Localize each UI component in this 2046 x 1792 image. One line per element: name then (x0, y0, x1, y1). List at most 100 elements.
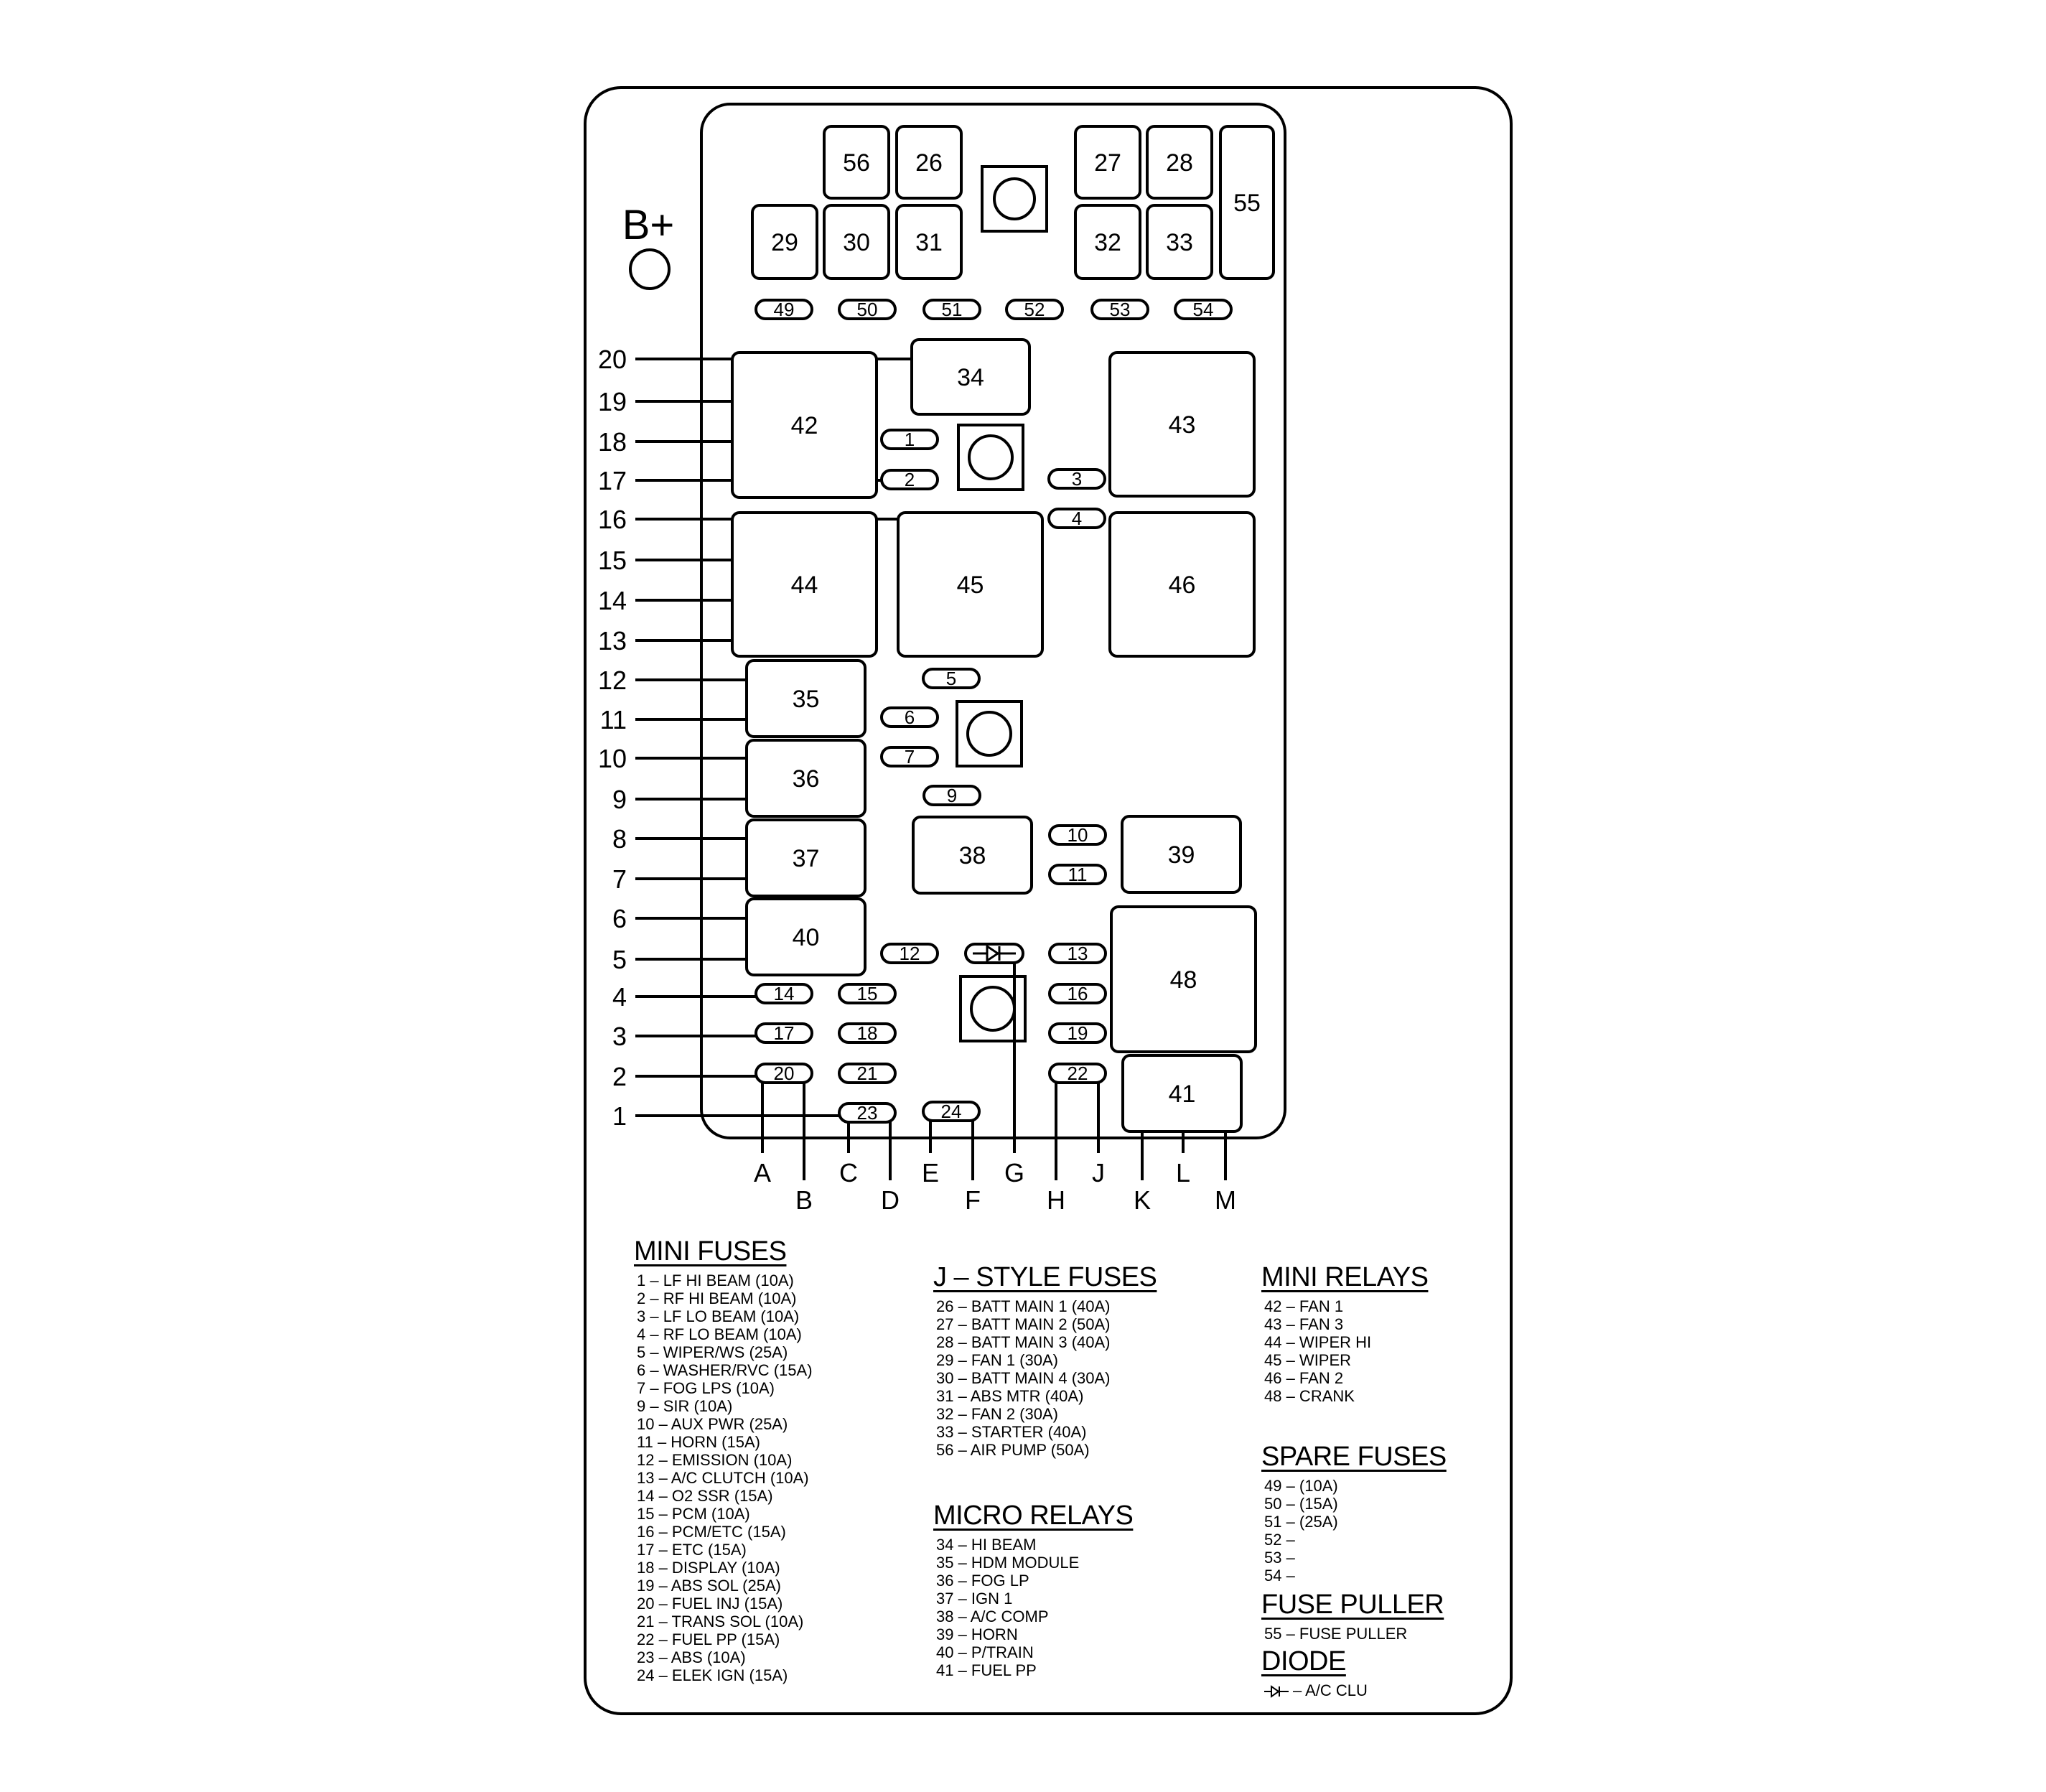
legend-item: 10 – AUX PWR (25A) (637, 1415, 788, 1433)
left-pin-label: 9 (612, 785, 627, 814)
left-pin-label: 2 (612, 1062, 627, 1091)
legend-list-spare-fuses: 49 – (10A)50 – (15A)51 – (25A)52 –53 –54… (1261, 1477, 1447, 1585)
j-style-fuse-label: 26 (915, 149, 943, 177)
left-pin-label: 19 (598, 387, 627, 416)
relay-46: 46 (1108, 511, 1256, 658)
mini-fuse-label: 14 (774, 983, 795, 1004)
mini-fuse-outline (922, 1101, 981, 1122)
relay-label: 45 (957, 571, 984, 599)
legend-item: 54 – (1264, 1567, 1295, 1585)
fuse-block-body (700, 103, 1286, 1139)
legend-item: 15 – PCM (10A) (637, 1505, 750, 1523)
mini-fuse-label: 2 (905, 469, 915, 490)
mini-fuse-15: 15 (838, 983, 897, 1004)
legend-item: 44 – WIPER HI (1264, 1333, 1372, 1351)
j-style-fuse-28: 28 (1146, 125, 1213, 200)
spare-fuse-outline (922, 299, 981, 320)
relay-label: 35 (793, 686, 820, 713)
legend-item: 37 – IGN 1 (936, 1590, 1013, 1607)
legend-item: 35 – HDM MODULE (936, 1554, 1080, 1572)
left-pin-label: 7 (612, 864, 627, 894)
left-pin-label: 8 (612, 824, 627, 854)
j-style-fuse-label: 29 (771, 229, 798, 256)
mini-fuse-outline (755, 1022, 813, 1044)
spare-fuse-outline (755, 299, 813, 320)
mini-fuse-label: 18 (857, 1022, 878, 1044)
mini-fuse-label: 16 (1068, 983, 1088, 1004)
legend-item: 52 – (1264, 1531, 1295, 1549)
j-style-fuse-26: 26 (895, 125, 963, 200)
mini-fuse-outline (1048, 983, 1107, 1004)
left-pin-label: 1 (612, 1101, 627, 1131)
relay-label: 38 (959, 842, 986, 869)
relay-40: 40 (745, 897, 866, 976)
relay-label: 36 (793, 765, 820, 793)
legend-item-diode: – A/C CLU (1264, 1681, 1368, 1699)
j-style-fuse-27: 27 (1074, 125, 1141, 200)
spare-fuse-53: 53 (1090, 299, 1149, 320)
mounting-stud (957, 424, 1024, 491)
legend-item: 31 – ABS MTR (40A) (936, 1387, 1084, 1405)
mini-fuse-label: 11 (1068, 864, 1088, 885)
legend-list-j-style-fuses: 26 – BATT MAIN 1 (40A)27 – BATT MAIN 2 (… (933, 1297, 1157, 1459)
mini-fuse-outline (838, 1063, 897, 1084)
mini-fuse-11: 11 (1048, 864, 1107, 885)
mini-fuse-outline (1048, 1022, 1107, 1044)
legend-item: 29 – FAN 1 (30A) (936, 1351, 1058, 1369)
mini-fuse-10: 10 (1048, 824, 1107, 846)
mini-fuse-label: 15 (857, 983, 878, 1004)
left-pin-label: 6 (612, 904, 627, 933)
mini-fuse-label: 4 (1072, 508, 1082, 529)
mini-fuse-label: 7 (905, 746, 915, 767)
legend-item: 26 – BATT MAIN 1 (40A) (936, 1297, 1111, 1315)
legend-j-style-fuses: J – STYLE FUSES 26 – BATT MAIN 1 (40A)27… (933, 1262, 1157, 1459)
j-style-fuse-56: 56 (823, 125, 890, 200)
relay-outline (745, 818, 866, 897)
mini-fuse-14: 14 (755, 983, 813, 1004)
spare-fuse-50: 50 (838, 299, 897, 320)
mini-fuse-12: 12 (880, 943, 939, 964)
legend-item: 21 – TRANS SOL (10A) (637, 1613, 804, 1630)
mini-fuse-outline (1048, 943, 1107, 964)
j-style-fuse-label: 28 (1166, 149, 1193, 177)
mini-fuse-9: 9 (922, 785, 981, 806)
mini-fuse-label: 12 (900, 943, 920, 964)
mini-fuse-label: 1 (905, 429, 915, 450)
legend-item: 55 – FUSE PULLER (1264, 1625, 1408, 1643)
mini-fuse-outline (880, 943, 939, 964)
legend-title-mini-fuses: MINI FUSES (634, 1236, 787, 1266)
relay-43: 43 (1108, 351, 1256, 498)
mini-fuse-label: 24 (941, 1101, 962, 1122)
legend-item: 33 – STARTER (40A) (936, 1423, 1087, 1441)
legend-item: 34 – HI BEAM (936, 1536, 1037, 1554)
relay-label: 44 (791, 571, 818, 599)
mini-fuse-label: 22 (1068, 1063, 1088, 1084)
mini-fuse-2: 2 (880, 469, 939, 490)
mini-fuse-6: 6 (880, 706, 939, 728)
spare-fuse-label: 52 (1024, 299, 1045, 320)
mini-fuse-label: 9 (947, 785, 957, 806)
legend-item: 53 – (1264, 1549, 1295, 1567)
left-pin-label: 20 (598, 345, 627, 374)
relay-37: 37 (745, 818, 866, 897)
mounting-stud (981, 165, 1048, 233)
legend-item: 27 – BATT MAIN 2 (50A) (936, 1315, 1111, 1333)
mini-fuse-17: 17 (755, 1022, 813, 1044)
relay-42: 42 (731, 351, 878, 499)
relay-outline (731, 511, 878, 658)
legend-item: 22 – FUEL PP (15A) (637, 1630, 780, 1648)
legend-title-j-style-fuses: J – STYLE FUSES (933, 1262, 1157, 1292)
left-pin-label: 18 (598, 427, 627, 457)
spare-fuse-outline (838, 299, 897, 320)
diode-icon (1264, 1685, 1289, 1699)
mini-fuse-label: 17 (774, 1022, 795, 1044)
mini-fuse-5: 5 (922, 668, 981, 689)
legend-item: 42 – FAN 1 (1264, 1297, 1344, 1315)
relay-outline (1121, 815, 1242, 894)
relay-outline (1110, 905, 1257, 1053)
spare-fuse-outline (1174, 299, 1233, 320)
mini-fuse-label: 23 (857, 1102, 878, 1124)
mini-fuse-outline (838, 983, 897, 1004)
j-style-fuse-outline (823, 125, 890, 200)
